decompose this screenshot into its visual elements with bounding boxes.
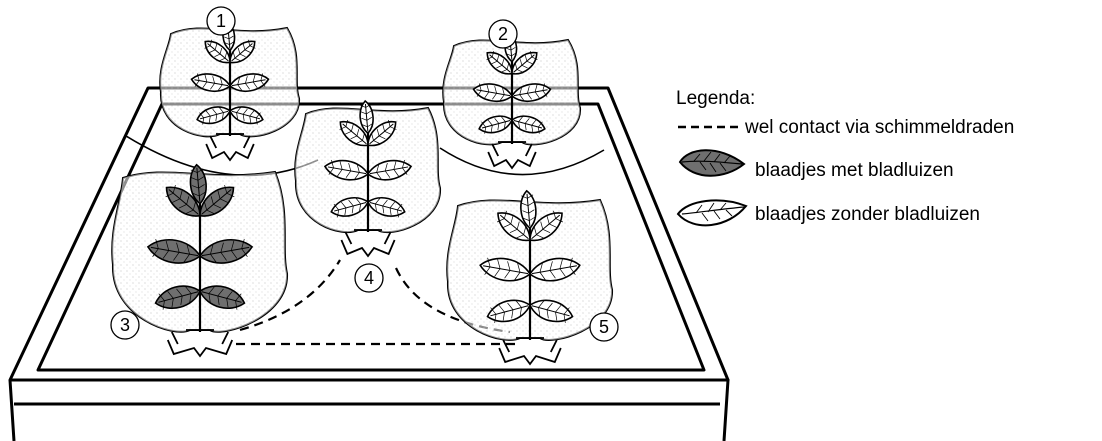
legend-title: Legenda: (676, 88, 755, 109)
dark-leaf-icon (680, 150, 744, 176)
plant-label-3: 3 (111, 311, 139, 339)
tray-front-face (10, 380, 728, 441)
light-leaf-icon (678, 200, 746, 225)
plant-label-5: 5 (590, 313, 618, 341)
plant-label-5-text: 5 (599, 317, 609, 337)
plant-label-2: 2 (489, 20, 517, 48)
plant-label-2-text: 2 (498, 24, 508, 44)
plant-label-3-text: 3 (120, 315, 130, 335)
legend-item-mycelium-contact: wel contact via schimmeldraden (744, 117, 1014, 138)
plant-label-4: 4 (355, 264, 383, 292)
plant-label-1-text: 1 (216, 11, 226, 31)
plant-label-1: 1 (207, 7, 235, 35)
legend: Legenda: wel contact via schimmeldraden … (676, 88, 1014, 225)
legend-item-healthy-leaves: blaadjes zonder bladluizen (755, 204, 980, 225)
legend-item-infested-leaves: blaadjes met bladluizen (755, 160, 954, 181)
plant-label-4-text: 4 (364, 268, 374, 288)
